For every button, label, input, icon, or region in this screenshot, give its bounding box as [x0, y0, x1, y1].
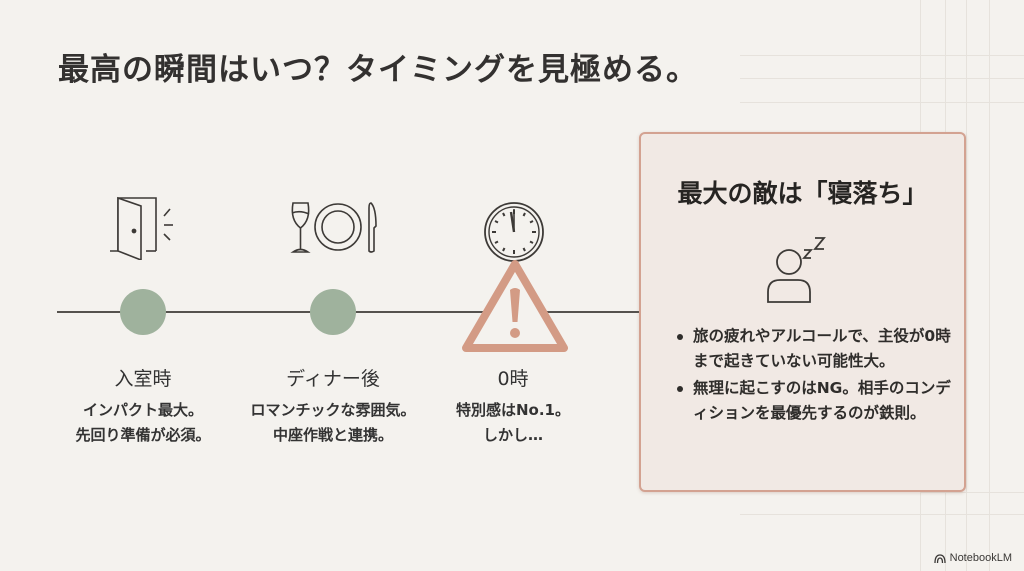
- stage-label: ディナー後: [286, 368, 380, 390]
- stage-desc-line: 特別感はNo.1。: [456, 401, 570, 419]
- stage-desc-line: 中座作戦と連携。: [272, 426, 393, 444]
- card-bullet: 無理に起こすのはNG。相手のコンディションを最優先するのが鉄則。: [675, 376, 955, 426]
- grid-line: [966, 0, 967, 571]
- wine-plate-knife-icon: [290, 202, 377, 253]
- grid-line: [740, 102, 1024, 103]
- timeline-dot: [120, 289, 166, 335]
- notebooklm-logo-icon: [933, 553, 946, 563]
- stage-desc-line: ロマンチックな雰囲気。: [250, 401, 416, 419]
- grid-line: [920, 492, 1024, 493]
- timeline-dot: [310, 289, 356, 335]
- warning-triangle-icon: [462, 260, 568, 352]
- stage-desc-line: インパクト最大。: [82, 401, 203, 419]
- clock-midnight-icon: [484, 202, 544, 262]
- notebooklm-watermark: NotebookLM: [933, 552, 1012, 564]
- warning-card: 最大の敵は「寝落ち」 旅の疲れやアルコールで、主役が0時まで起きていない可能性大…: [639, 132, 966, 492]
- stage-desc-line: 先回り準備が必須。: [75, 426, 211, 444]
- grid-line: [740, 55, 1024, 56]
- stage-label: 入室時: [114, 368, 172, 390]
- page-title: 最高の瞬間はいつ？タイミングを見極める。: [58, 52, 698, 88]
- card-bullet-list: 旅の疲れやアルコールで、主役が0時まで起きていない可能性大。 無理に起こすのはN…: [675, 324, 955, 428]
- door-open-icon: [110, 196, 173, 260]
- card-bullet: 旅の疲れやアルコールで、主役が0時まで起きていない可能性大。: [675, 324, 955, 374]
- grid-line: [740, 514, 1024, 515]
- grid-line: [989, 0, 990, 571]
- brand-label: NotebookLM: [949, 552, 1012, 564]
- sleeping-person-icon: [767, 237, 826, 303]
- grid-line: [740, 78, 1024, 79]
- card-title: 最大の敵は「寝落ち」: [677, 179, 928, 208]
- stage-label: 0時: [497, 368, 529, 390]
- stage-desc-line: しかし…: [482, 426, 543, 444]
